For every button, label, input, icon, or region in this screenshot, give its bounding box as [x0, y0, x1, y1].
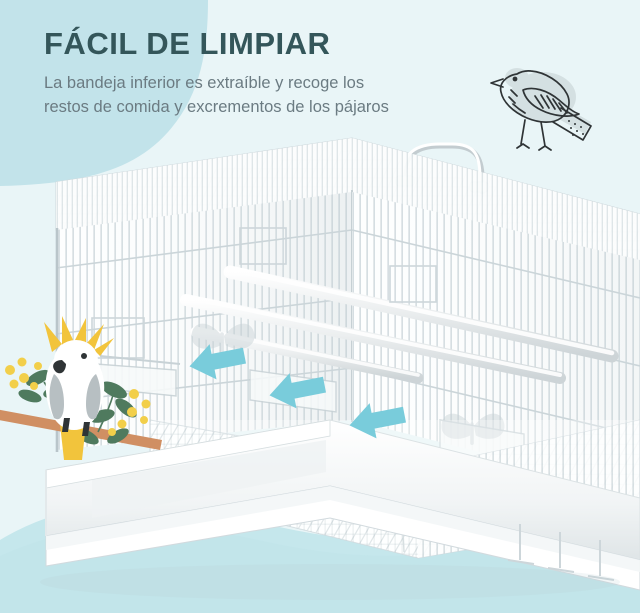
tray-slide-arrow-1	[189, 344, 247, 380]
cockatoo-eye	[81, 353, 87, 359]
cockatoo-tail	[60, 424, 86, 460]
subtitle-line-1: La bandeja inferior es extraíble y recog…	[44, 73, 365, 92]
songbird-icon	[490, 68, 592, 151]
bird-tail-speckles	[568, 120, 584, 136]
removable-bottom-tray[interactable]	[45, 419, 640, 591]
page-title: FÁCIL DE LIMPIAR	[44, 26, 331, 61]
perch-upper	[223, 265, 619, 363]
blob-top-left	[0, 0, 208, 186]
cage-perches	[180, 265, 619, 384]
wattle-blossoms	[5, 357, 151, 436]
cockatoo-crest	[44, 316, 114, 356]
perch-lower	[190, 326, 424, 384]
cockatoo-wing-right	[86, 374, 101, 420]
cage-right-face	[351, 192, 640, 492]
tray-slide-arrow-3	[349, 403, 407, 439]
tray-slide-arrow-2	[269, 373, 327, 409]
cage-feet	[507, 524, 615, 581]
bird-cage-image	[40, 137, 640, 600]
tray-direction-arrows	[189, 344, 407, 439]
cockatoo-wing-left	[49, 374, 64, 420]
cockatoo-icon	[0, 316, 162, 460]
bird-outline	[490, 70, 592, 151]
bird-eye	[512, 76, 518, 82]
butterfly-decor-icon	[191, 323, 505, 445]
subtitle-line-2: restos de comida y excrementos de los pá…	[44, 97, 389, 116]
cockatoo-head	[54, 340, 98, 380]
cockatoo-feet	[62, 418, 90, 436]
perch-middle	[180, 294, 566, 384]
cage-shadow	[40, 564, 620, 600]
cockatoo-beak	[53, 360, 66, 374]
bird-shadow	[505, 68, 591, 134]
page-subtitle: La bandeja inferior es extraíble y recog…	[44, 71, 474, 120]
text-block: FÁCIL DE LIMPIAR La bandeja inferior es …	[44, 26, 504, 120]
